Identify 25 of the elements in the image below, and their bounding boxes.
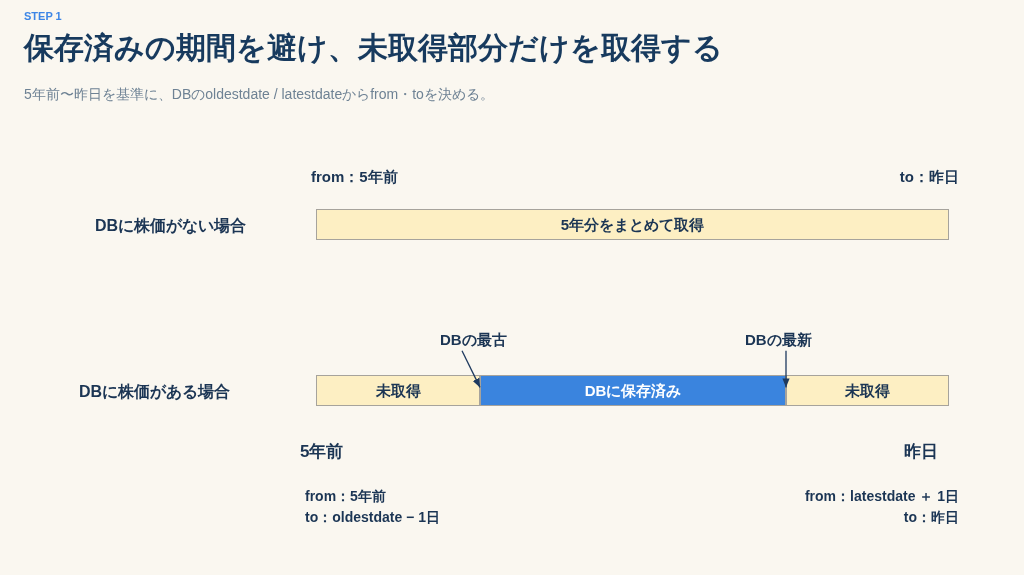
- range-note: to：昨日: [903, 509, 959, 527]
- range-note: to：oldestdate − 1日: [305, 509, 440, 527]
- leader-arrow: [782, 350, 790, 389]
- segment-label: 未取得: [375, 381, 421, 400]
- range-note: from：latestdate ＋ 1日: [804, 488, 959, 506]
- segment-label: 未取得: [845, 381, 890, 400]
- row-label: DBに株価がない場合: [95, 216, 247, 236]
- marker-label: DBの最新: [745, 331, 812, 350]
- step-label: STEP 1: [24, 10, 62, 24]
- range-note: from：5年前: [311, 168, 398, 187]
- row-label: DBに株価がある場合: [79, 382, 231, 402]
- subtitle: 5年前〜昨日を基準に、DBのoldestdate / latestdateからfrom・toを決める。: [24, 86, 494, 104]
- axis-end-label: 昨日: [904, 441, 938, 463]
- range-bar: [316, 375, 480, 406]
- range-bar: [786, 375, 949, 406]
- axis-end-label: 5年前: [300, 441, 344, 463]
- stored-range-bar: [480, 375, 786, 406]
- segment-label: 5年分をまとめて取得: [560, 215, 705, 234]
- range-note: from：5年前: [305, 488, 386, 506]
- segment-label: DBに保存済み: [584, 381, 682, 400]
- range-bar: [316, 209, 949, 240]
- leader-arrow: [461, 350, 481, 389]
- range-note: to：昨日: [899, 168, 959, 187]
- marker-label: DBの最古: [440, 331, 507, 350]
- page-title: 保存済みの期間を避け、未取得部分だけを取得する: [24, 30, 723, 66]
